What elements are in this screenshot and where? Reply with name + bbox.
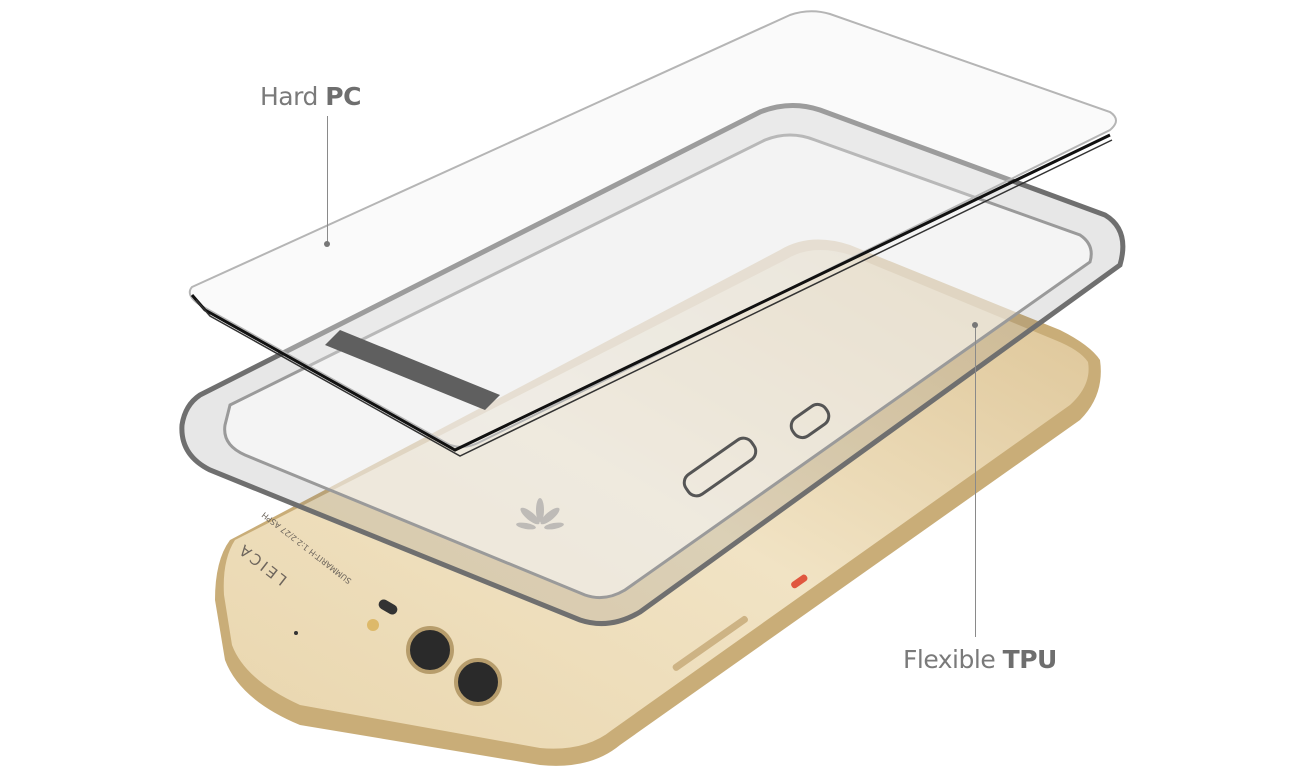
volume-button <box>672 615 748 671</box>
camera-module <box>294 599 502 706</box>
flexible-tpu-label-bold: TPU <box>1002 645 1058 674</box>
tpu-bumper <box>179 103 1126 627</box>
flexible-tpu-callout-line <box>975 325 976 637</box>
power-button <box>791 574 808 589</box>
flexible-tpu-label-prefix: Flexible <box>903 645 996 674</box>
hard-pc-label-prefix: Hard <box>260 82 318 111</box>
flexible-tpu-callout-dot <box>972 322 978 328</box>
hard-pc-label-bold: PC <box>325 82 361 111</box>
hard-pc-callout-line <box>327 116 328 244</box>
hard-pc-back-plate <box>188 10 1117 457</box>
flexible-tpu-label: Flexible TPU <box>903 645 1057 674</box>
hard-pc-callout-dot <box>324 241 330 247</box>
hard-pc-label: Hard PC <box>260 82 361 111</box>
